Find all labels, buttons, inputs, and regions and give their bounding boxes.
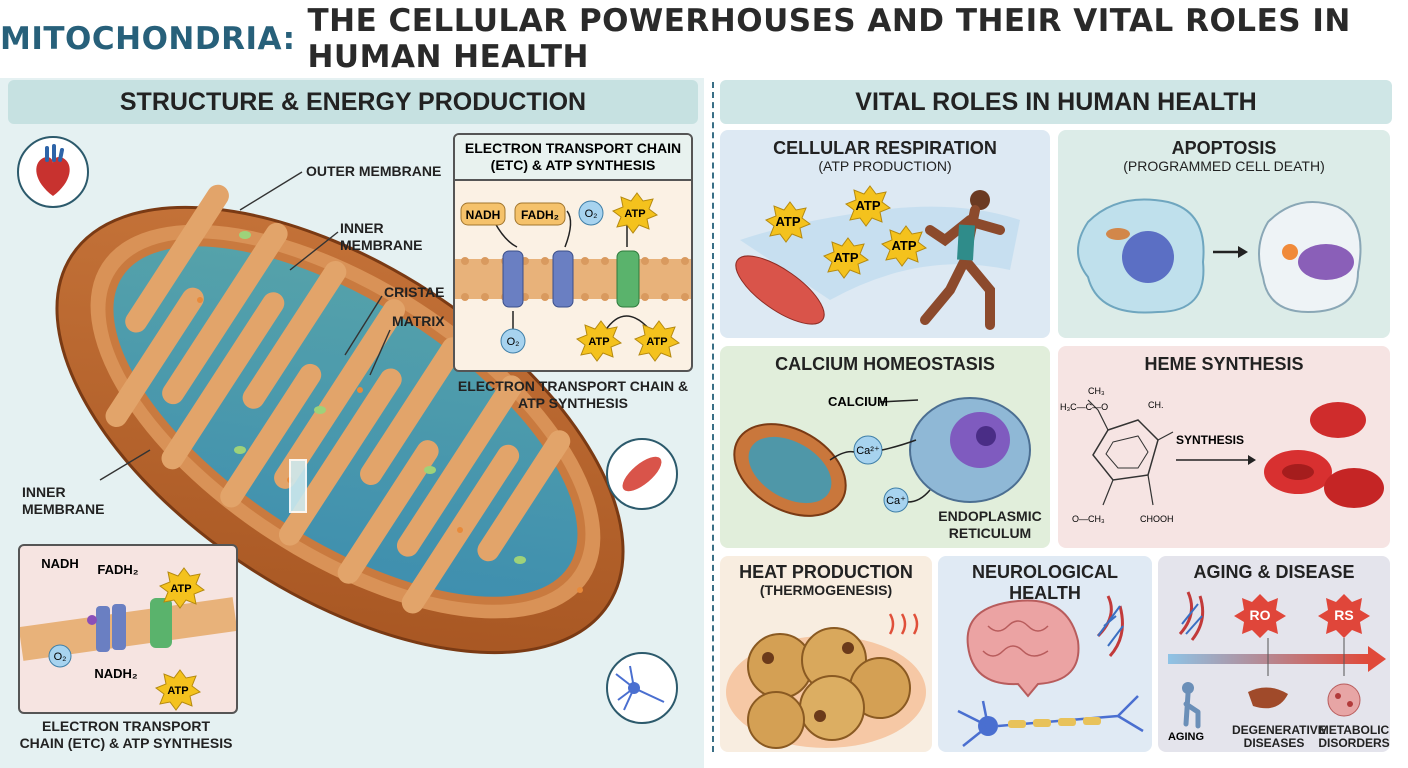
aging-ros-1: RO <box>1250 607 1271 623</box>
etc-bottom-atp-2: ATP <box>167 685 188 697</box>
respiration-atp-1: ATP <box>775 214 800 229</box>
aging-title: AGING & DISEASE <box>1193 562 1355 582</box>
mitochondrion-illustration <box>55 184 625 655</box>
aging-label: AGING <box>1168 731 1204 743</box>
heme-ch: CH. <box>1148 400 1164 410</box>
etc-bottom-atp-1: ATP <box>170 583 191 595</box>
etc-top-caption: ELECTRON TRANSPORT CHAIN & ATP SYNTHESIS <box>457 378 689 411</box>
etc-bottom-diagram: NADH FADH₂ ATP O₂ NADH₂ ATP <box>20 556 236 711</box>
calcium-title: CALCIUM HOMEOSTASIS <box>775 354 995 374</box>
label-outer-membrane: OUTER MEMBRANE <box>306 163 442 179</box>
etc-top-fadh: FADH₂ <box>521 208 559 222</box>
heme-h3c: H₃C—C—O <box>1060 402 1108 412</box>
page-title: MITOCHONDRIA: THE CELLULAR POWERHOUSES A… <box>0 0 1408 78</box>
respiration-subtitle: (ATP PRODUCTION) <box>818 158 952 174</box>
etc-top-atp-2: ATP <box>588 336 609 348</box>
card-neurological-health: NEUROLOGICAL HEALTH <box>938 556 1152 752</box>
heat-title: HEAT PRODUCTION <box>739 562 913 582</box>
title-rest: THE CELLULAR POWERHOUSES AND THEIR VITAL… <box>307 3 1351 75</box>
apoptosis-subtitle: (PROGRAMMED CELL DEATH) <box>1123 158 1325 174</box>
card-calcium-homeostasis: CALCIUM HOMEOSTASIS CALCIUM Ca²⁺ Ca⁺ END… <box>720 346 1050 548</box>
heme-och3: O—CH₃ <box>1072 514 1105 524</box>
etc-top-o2: O₂ <box>585 208 598 220</box>
etc-top-nadh: NADH <box>466 208 501 222</box>
heme-synthesis-label: SYNTHESIS <box>1176 433 1244 447</box>
etc-inset-bottom: NADH FADH₂ ATP O₂ NADH₂ ATP <box>18 544 238 714</box>
aging-ros-2: RS <box>1334 607 1353 623</box>
apoptosis-title: APOPTOSIS <box>1171 138 1277 158</box>
label-matrix: MATRIX <box>392 313 445 329</box>
card-cellular-respiration: CELLULAR RESPIRATION (ATP PRODUCTION) AT… <box>720 130 1050 338</box>
calcium-ion-2: Ca⁺ <box>886 495 906 507</box>
aging-illustration: RO RS AGING <box>1168 591 1386 743</box>
heme-illustration: CH₃ H₃C—C—O CH. SYNTHESIS O—CH₃ CHOOH <box>1060 386 1384 524</box>
etc-inset-top: ELECTRON TRANSPORT CHAIN (ETC) & ATP SYN… <box>453 133 693 372</box>
metabolic-label: METABOLIC DISORDERS <box>1318 723 1390 750</box>
card-apoptosis: APOPTOSIS (PROGRAMMED CELL DEATH) <box>1058 130 1390 338</box>
calcium-label: CALCIUM <box>828 394 888 409</box>
card-heme-synthesis: HEME SYNTHESIS CH₃ H₃C—C—O CH. SYNTHESIS… <box>1058 346 1390 548</box>
etc-top-title: ELECTRON TRANSPORT CHAIN (ETC) & ATP SYN… <box>455 135 691 181</box>
etc-top-o2-bottom: O₂ <box>507 336 520 348</box>
etc-top-diagram: NADH FADH₂ O₂ ATP O₂ ATP ATP <box>455 192 691 362</box>
etc-top-atp-3: ATP <box>646 336 667 348</box>
respiration-illustration: ATP ATP ATP ATP <box>735 185 1020 330</box>
heme-title: HEME SYNTHESIS <box>1144 354 1304 374</box>
apoptosis-illustration <box>1077 198 1362 314</box>
muscle-badge-icon <box>606 438 678 510</box>
label-inner-membrane: INNER MEMBRANE <box>340 220 423 253</box>
heme-cooh: CHOOH <box>1140 514 1174 524</box>
respiration-title: CELLULAR RESPIRATION <box>773 138 997 158</box>
heat-illustration <box>726 613 926 749</box>
neuro-title: NEUROLOGICAL HEALTH <box>972 562 1118 603</box>
label-inner-membrane-left: INNER MEMBRANE <box>22 484 105 517</box>
etc-bottom-nadh: NADH <box>41 556 79 571</box>
heart-icon <box>17 136 89 208</box>
etc-bottom-o2: O₂ <box>54 651 67 663</box>
er-label: ENDOPLASMIC RETICULUM <box>938 508 1042 541</box>
heat-subtitle: (THERMOGENESIS) <box>759 582 893 598</box>
structure-header: STRUCTURE & ENERGY PRODUCTION <box>8 80 698 124</box>
card-aging-disease: AGING & DISEASE RO RS AGING DEGENERATIVE… <box>1158 556 1390 752</box>
panel-divider <box>712 82 714 752</box>
etc-bottom-fadh: FADH₂ <box>97 562 138 577</box>
etc-top-atp-1: ATP <box>624 208 645 220</box>
neuro-illustration <box>957 595 1144 747</box>
heme-ch3: CH₃ <box>1088 386 1105 396</box>
card-heat-production: HEAT PRODUCTION (THERMOGENESIS) <box>720 556 932 752</box>
calcium-illustration: CALCIUM Ca²⁺ Ca⁺ <box>733 394 1031 517</box>
respiration-atp-3: ATP <box>833 250 858 265</box>
degenerative-label: DEGENERATIVE DISEASES <box>1232 723 1326 750</box>
title-accent: MITOCHONDRIA: <box>0 21 296 57</box>
calcium-ion-1: Ca²⁺ <box>856 445 880 457</box>
respiration-atp-4: ATP <box>891 238 916 253</box>
neuron-badge-icon <box>606 652 678 724</box>
etc-bottom-caption: ELECTRON TRANSPORT CHAIN (ETC) & ATP SYN… <box>19 718 233 751</box>
roles-header: VITAL ROLES IN HUMAN HEALTH <box>720 80 1392 124</box>
respiration-atp-2: ATP <box>855 198 880 213</box>
label-leader-lines <box>99 171 391 481</box>
etc-bottom-nadh2: NADH₂ <box>94 666 138 681</box>
label-cristae: CRISTAE <box>384 284 445 300</box>
